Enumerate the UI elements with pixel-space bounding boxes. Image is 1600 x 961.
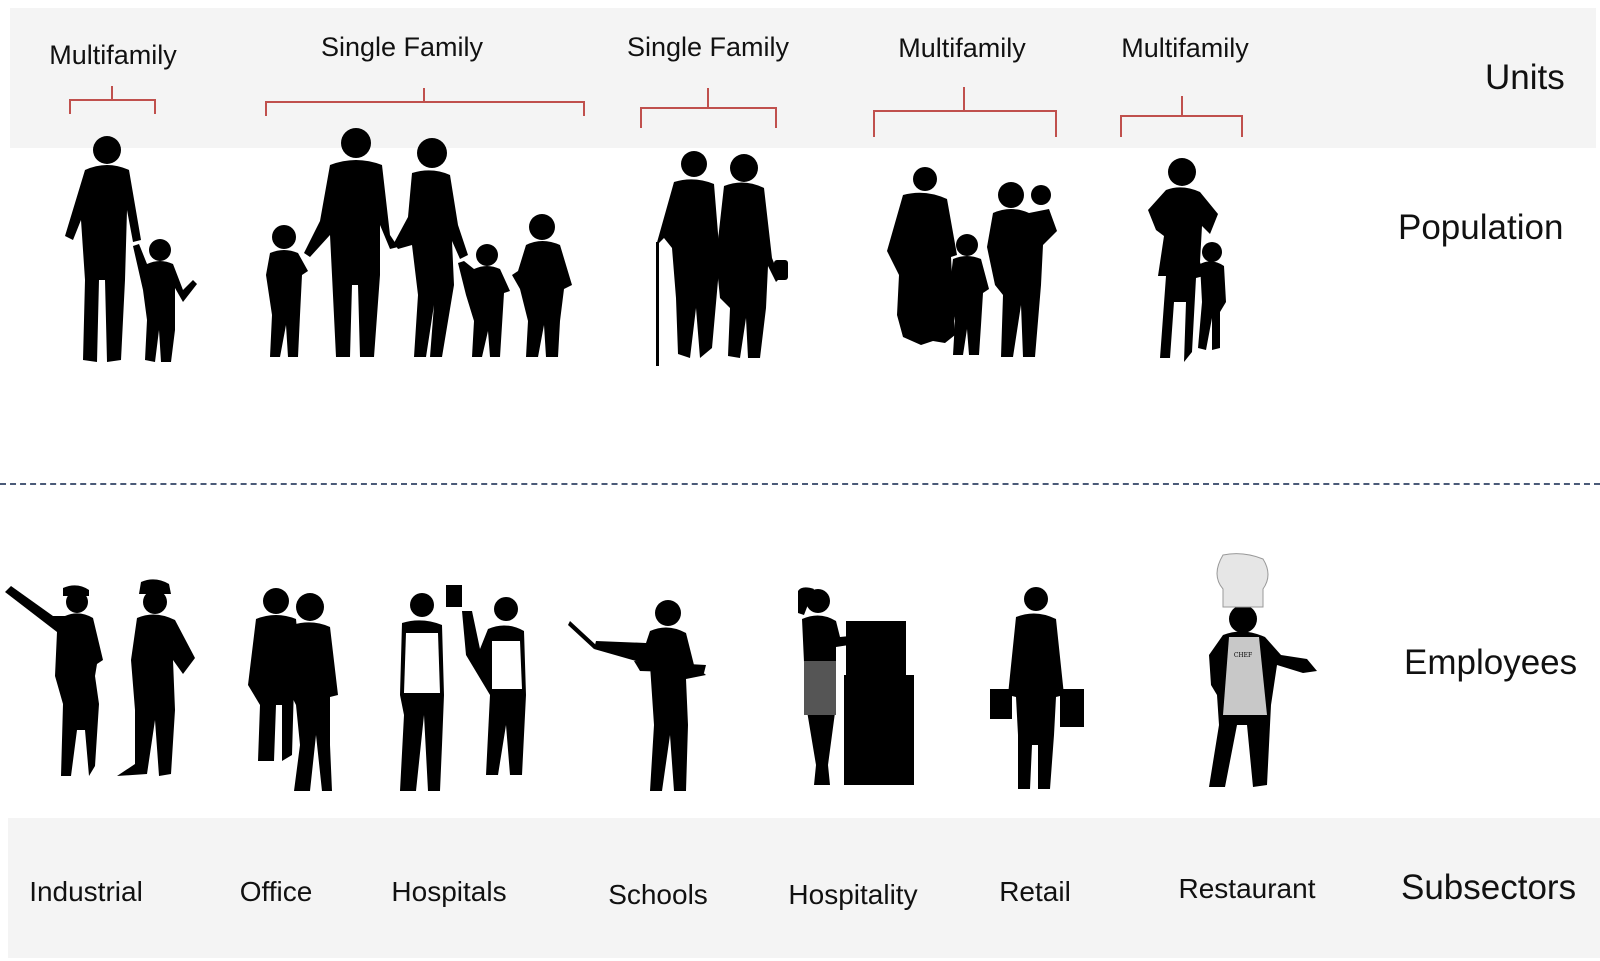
family-of-six-icon [266,128,572,357]
barista-icon [798,587,914,785]
chef-icon: CHEF [1209,553,1317,787]
row-label-units: Units [1485,58,1565,97]
section-divider [0,483,1600,485]
units-band [10,8,1596,148]
unit-label-single-family-1: Single Family [320,32,484,62]
subsectors-band [8,818,1600,958]
subsector-office: Office [239,876,313,907]
subsector-industrial: Industrial [29,876,143,907]
subsector-retail: Retail [999,876,1071,907]
subsector-schools: Schools [608,879,708,910]
subsector-hospitality: Hospitality [788,879,918,910]
unit-label-multifamily-2: Multifamily [898,33,1026,63]
row-label-subsectors: Subsectors [1401,868,1577,907]
subsector-hospitals: Hospitals [391,876,507,907]
elderly-couple-icon [656,151,788,366]
teacher-icon [568,600,706,791]
hospital-staff-icon [400,585,526,791]
row-label-population: Population [1398,208,1564,247]
brace-single-family-2 [640,88,777,128]
brace-single-family-1 [265,88,585,116]
unit-label-multifamily-1: Multifamily [49,40,177,70]
brace-multifamily-3 [1120,96,1243,137]
unit-label-single-family-2: Single Family [626,32,790,62]
subsector-restaurant: Restaurant [1178,873,1316,904]
brace-multifamily-2 [873,87,1057,137]
office-workers-icon [248,588,338,791]
father-with-child-icon [65,136,197,362]
chef-hat-text: CHEF [1234,652,1252,659]
unit-label-multifamily-3: Multifamily [1121,33,1249,63]
industrial-workers-icon [5,579,195,776]
retail-shopper-icon [990,587,1084,789]
mothers-with-children-icon [887,167,1057,357]
mother-with-daughter-icon [1148,158,1226,362]
row-label-employees: Employees [1404,643,1578,682]
brace-multifamily-1 [69,86,156,114]
